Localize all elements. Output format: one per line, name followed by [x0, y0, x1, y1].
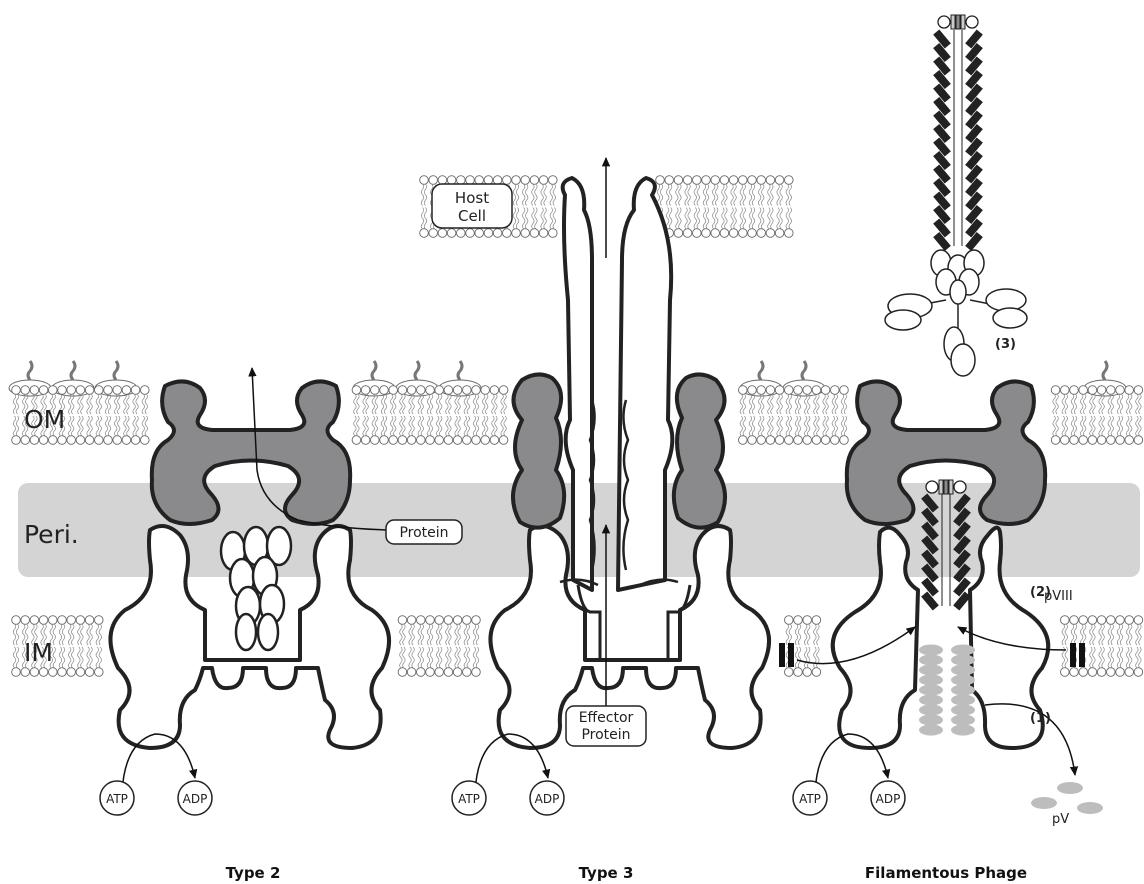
pviii-left-b — [788, 643, 794, 667]
title-type2: Type 2 — [226, 864, 281, 882]
atp-label: ATP — [799, 792, 821, 806]
step1-label: (1) — [1030, 711, 1051, 726]
title-type3: Type 3 — [579, 864, 634, 882]
effector-line2: Protein — [581, 727, 630, 743]
type3-ring-right — [674, 374, 725, 527]
step3-label: (3) — [995, 337, 1016, 352]
adp-label: ADP — [535, 792, 560, 806]
phage-tail-proteins — [885, 250, 1027, 376]
protein-label: Protein — [399, 525, 448, 541]
atp-label: ATP — [458, 792, 480, 806]
pviii-right-a — [1070, 643, 1076, 667]
atp-adp-type2: ATP ADP — [100, 781, 212, 815]
phage-system — [779, 15, 1103, 814]
mature-phage — [933, 15, 983, 251]
effector-line1: Effector — [579, 710, 634, 726]
om-label: OM — [24, 405, 65, 434]
host-cell-line1: Host — [455, 189, 489, 207]
host-cell-line2: Cell — [458, 207, 486, 225]
peri-label: Peri. — [24, 520, 79, 549]
pviii-right-b — [1079, 643, 1085, 667]
type3-ring-left — [513, 374, 564, 527]
released-pv — [1031, 782, 1103, 814]
adp-label: ADP — [876, 792, 901, 806]
atp-adp-phage: ATP ADP — [793, 781, 905, 815]
type3-system — [475, 158, 769, 792]
type2-system — [110, 368, 389, 792]
atp-label: ATP — [106, 792, 128, 806]
pv-column — [919, 645, 975, 736]
pv-label: pV — [1052, 812, 1069, 827]
pviii-left-a — [779, 643, 785, 667]
atp-adp-type3: ATP ADP — [452, 781, 564, 815]
im-label: IM — [24, 638, 53, 667]
title-phage: Filamentous Phage — [865, 864, 1027, 882]
adp-label: ADP — [183, 792, 208, 806]
step2-label: (2) — [1030, 585, 1051, 600]
